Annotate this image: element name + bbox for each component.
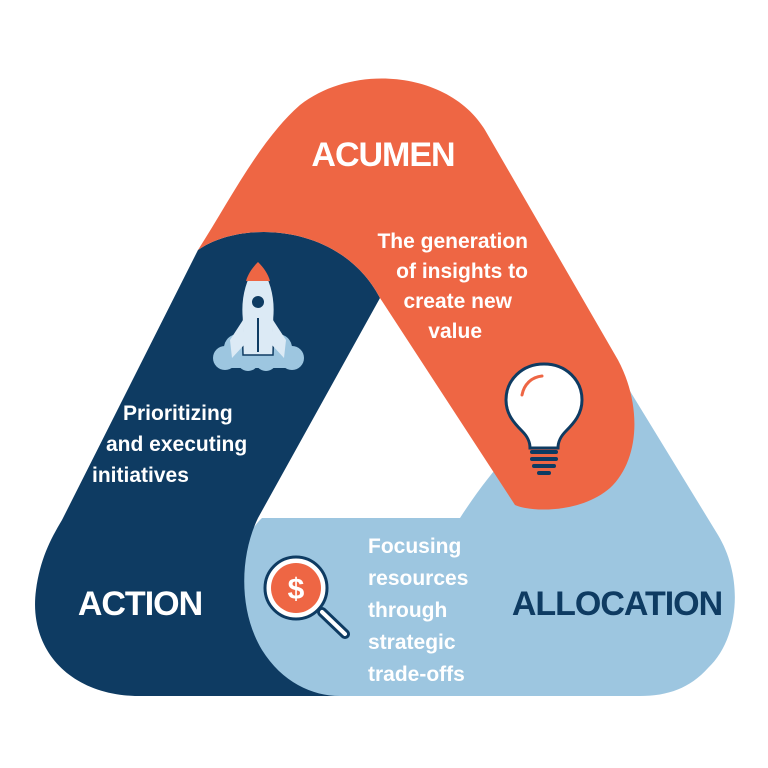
lightbulb-icon <box>504 362 584 475</box>
acumen-line: of insights to <box>396 260 528 283</box>
dollar-magnifier-icon: $ <box>263 555 350 639</box>
action-line: initiatives <box>92 464 189 487</box>
allocation-line: trade-offs <box>368 663 465 686</box>
action-title: ACTION <box>78 585 202 623</box>
acumen-title: ACUMEN <box>311 136 454 174</box>
action-description: Prioritizing and executing initiatives <box>92 402 247 487</box>
acumen-line: value <box>428 320 482 343</box>
acumen-line: create new <box>403 290 512 313</box>
svg-text:$: $ <box>288 573 305 606</box>
action-line: Prioritizing <box>123 402 233 425</box>
allocation-line: Focusing <box>368 535 461 558</box>
acumen-description: The generation of insights to create new… <box>377 230 528 343</box>
allocation-description: Focusing resources through strategic tra… <box>368 535 468 686</box>
allocation-line: strategic <box>368 631 456 654</box>
acumen-line: The generation <box>377 230 528 253</box>
action-line: and executing <box>106 433 247 456</box>
allocation-title: ALLOCATION <box>512 585 722 623</box>
allocation-line: resources <box>368 567 468 590</box>
rocket-icon <box>213 260 304 371</box>
allocation-line: through <box>368 599 447 622</box>
